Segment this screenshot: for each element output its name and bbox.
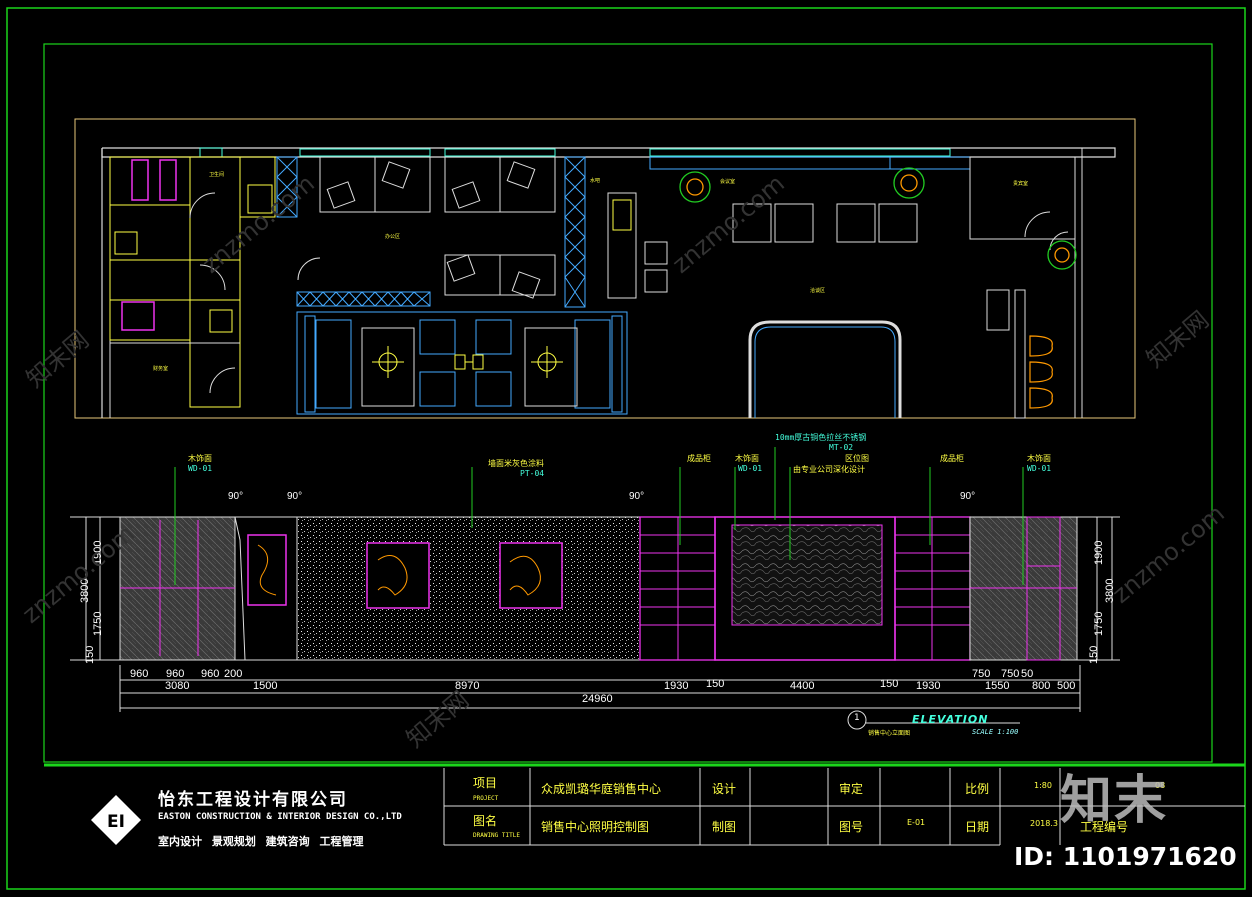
annotation-paint-code: PT-04 (520, 469, 545, 478)
annotation-paint: 墙面米灰色涂料 (488, 459, 544, 468)
annotation-cabinet-1: 成品柜 (687, 454, 711, 463)
design-label: 设计 (712, 782, 737, 796)
elevation-subtitle: 销售中心立面图 (868, 730, 911, 737)
angle-marker: 90° (629, 491, 645, 502)
company-logo: EI (91, 795, 141, 845)
inner-frame (43, 43, 1213, 763)
dim-1550: 1550 (985, 680, 1010, 692)
dim-150-b: 150 (880, 678, 899, 690)
sheet-label: 工程编号 (1080, 820, 1129, 834)
annotation-wood-2: 木饰面 (735, 454, 759, 463)
dim-left-1750: 1750 (92, 611, 104, 636)
watermark-id: ID: 1101971620 (1014, 842, 1237, 871)
dim-right-1750: 1750 (1093, 611, 1105, 636)
dim-750-a: 750 (972, 668, 991, 680)
room-label-lounge: 洽谈区 (810, 288, 826, 294)
date-label: 日期 (965, 820, 990, 834)
dim-1930-b: 1930 (916, 680, 941, 692)
elevation-number: 1 (854, 713, 860, 723)
room-label-water-bar: 水吧 (590, 178, 601, 184)
dim-total: 24960 (582, 693, 613, 705)
review-label: 审定 (839, 782, 864, 796)
dim-960-b: 960 (166, 668, 185, 680)
company-name: 怡东工程设计有限公司 (158, 790, 348, 810)
angle-marker: 90° (960, 491, 976, 502)
room-label-restroom: 卫生间 (209, 172, 225, 178)
dim-3080: 3080 (165, 680, 190, 692)
annotation-map: 区位图 (845, 454, 869, 463)
room-label-vip: 贵宾室 (1013, 181, 1029, 187)
room-label-finance: 财务室 (153, 366, 169, 372)
dim-150-a: 150 (706, 678, 725, 690)
number-value: E-01 (907, 818, 926, 827)
project-label: 项目 (473, 776, 498, 790)
dim-200: 200 (224, 668, 243, 680)
draw-label: 制图 (712, 820, 737, 834)
date-value: 2018.3 (1030, 819, 1058, 828)
annotation-wood-1-code: WD-01 (188, 464, 213, 473)
angle-marker: 90° (228, 491, 244, 502)
dim-right-1900: 1900 (1093, 540, 1105, 565)
annotation-steel-code: MT-02 (829, 443, 854, 452)
annotation-wood-3-code: WD-01 (1027, 464, 1052, 473)
dim-8970: 8970 (455, 680, 480, 692)
dim-960-c: 960 (201, 668, 220, 680)
scale-value: 1:80 (1034, 781, 1052, 790)
outer-frame (6, 7, 1246, 890)
annotation-wood-2-code: WD-01 (738, 464, 763, 473)
angle-marker: 90° (287, 491, 303, 502)
room-label-office: 办公区 (385, 234, 401, 240)
dim-1930-a: 1930 (664, 680, 689, 692)
dim-1500: 1500 (253, 680, 278, 692)
dim-960-a: 960 (130, 668, 149, 680)
company-name-en: EASTON CONSTRUCTION & INTERIOR DESIGN CO… (158, 812, 402, 822)
dim-right-150: 150 (1088, 645, 1100, 664)
elevation (70, 447, 1120, 730)
dim-750-b: 750 (1001, 668, 1020, 680)
elevation-title: ELEVATION (912, 713, 989, 726)
drawing-value: 销售中心照明控制图 (541, 820, 650, 834)
drawing-label-en: DRAWING TITLE (473, 832, 520, 839)
floor-plan (74, 118, 1136, 419)
annotation-map-note: 由专业公司深化设计 (793, 465, 865, 474)
title-block-grid (443, 768, 1245, 846)
svg-text:EI: EI (107, 812, 125, 832)
dim-50: 50 (1021, 668, 1034, 680)
annotation-wood-1: 木饰面 (188, 454, 212, 463)
project-value: 众成凯璐华庭销售中心 (541, 782, 662, 796)
watermark-brand: 知末 (1060, 771, 1169, 831)
scale-label: 比例 (965, 782, 990, 796)
elevation-scale: SCALE 1:100 (972, 728, 1019, 736)
dim-800: 800 (1032, 680, 1051, 692)
dim-4400: 4400 (790, 680, 815, 692)
drawing-label: 图名 (473, 814, 498, 828)
annotation-wood-3: 木饰面 (1027, 454, 1051, 463)
annotation-steel: 10mm厚古铜色拉丝不锈钢 (775, 433, 867, 442)
dim-500: 500 (1057, 680, 1076, 692)
extra-value: 08 (1155, 781, 1166, 790)
number-label: 图号 (839, 820, 864, 834)
dim-left-150: 150 (84, 645, 96, 664)
project-label-en: PROJECT (473, 795, 499, 802)
annotation-cabinet-2: 成品柜 (940, 454, 964, 463)
room-label-meeting: 会议室 (720, 179, 736, 185)
company-services: 室内设计 景观规划 建筑咨询 工程管理 (158, 835, 364, 848)
